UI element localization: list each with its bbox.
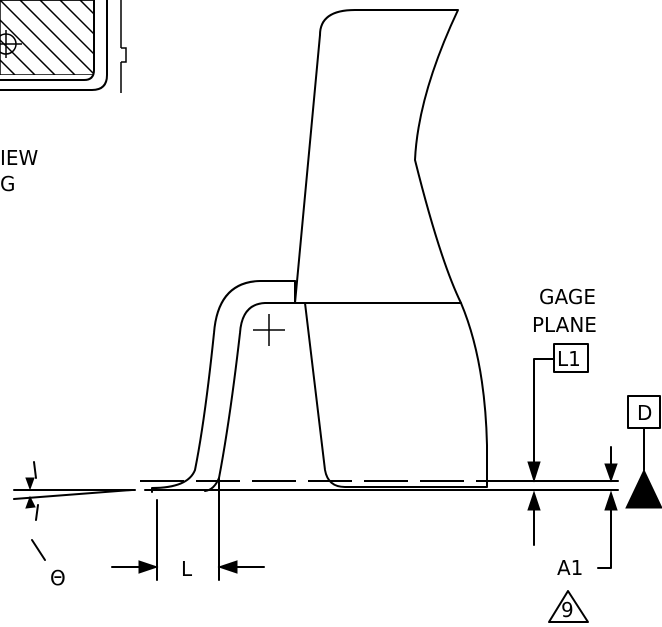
partial-detail-view [0, 0, 127, 93]
lead-inner-contour [204, 302, 296, 492]
pin-one-center-mark-icon [0, 30, 22, 58]
package-body [293, 9, 489, 488]
body-left-edge [294, 34, 321, 304]
view-label-line2: G [0, 172, 16, 196]
body-upper-outline [319, 9, 462, 304]
note-flag-triangle-icon [548, 590, 589, 623]
gage-plane-label-line1: GAGE [539, 285, 596, 309]
pad-outer-outline [0, 0, 108, 91]
pad-tab [121, 47, 127, 63]
theta-label: Θ [50, 566, 66, 590]
lead-centerline-mark-icon [253, 314, 285, 346]
datum-d-feature [625, 395, 662, 509]
note-flag-number: 9 [561, 598, 574, 622]
view-label-line1: IEW [0, 146, 39, 170]
gage-plane-label-line2: PLANE [532, 313, 597, 337]
l1-callout [527, 343, 589, 483]
lead-outer-contour [151, 280, 296, 493]
datum-triangle-icon [625, 468, 662, 509]
lead [151, 280, 296, 493]
lead-length-dimension [111, 477, 265, 581]
dimension-l-label: L [181, 557, 193, 581]
dimension-a1-label: A1 [557, 556, 583, 580]
datum-d-label: D [637, 401, 652, 425]
hatched-pad [0, 0, 94, 75]
a1-dimension [527, 446, 618, 569]
angle-theta-dimension [13, 461, 136, 561]
pad-inner-outline [0, 0, 95, 81]
dimension-l1-label: L1 [557, 347, 581, 371]
body-lower-outline [304, 302, 489, 488]
